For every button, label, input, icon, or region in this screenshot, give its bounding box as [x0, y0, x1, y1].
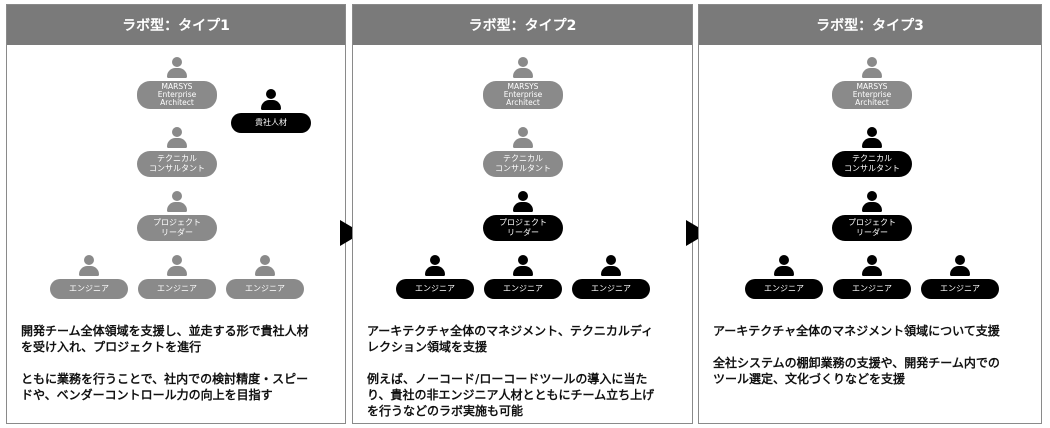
desc-line: レクション領域を支援: [367, 340, 488, 354]
person-icon: [862, 255, 882, 277]
role-label: エンジニア: [745, 279, 823, 299]
role-consultant: テクニカル コンサルタント: [832, 127, 912, 177]
role-architect: MARSYS Enterprise Architect: [483, 57, 563, 109]
desc-line: り、貴社の非エンジニア人材とともにチーム立ち上げ: [367, 388, 655, 402]
description-1: アーキテクチャ全体のマネジメント領域について支援: [713, 323, 1031, 339]
person-icon: [513, 57, 533, 79]
role-engineer: エンジニア: [921, 255, 999, 299]
role-label: テクニカル コンサルタント: [137, 151, 217, 177]
role-label: エンジニア: [396, 279, 474, 299]
panel-type3: ラボ型：タイプ3 MARSYS Enterprise Architect テクニ…: [698, 4, 1042, 424]
role-label: エンジニア: [921, 279, 999, 299]
desc-line: ともに業務を行うことで、社内での検討精度・スピー: [21, 372, 309, 386]
role-engineer: エンジニア: [226, 255, 304, 299]
desc-line: 全社システムの棚卸業務の支援や、開発チーム内での: [713, 356, 1000, 370]
panel-type2: ラボ型：タイプ2 MARSYS Enterprise Architect テクニ…: [352, 4, 693, 424]
description-1: アーキテクチャ全体のマネジメント、テクニカルディ レクション領域を支援: [367, 323, 682, 355]
person-icon: [862, 191, 882, 213]
role-leader: プロジェクト リーダー: [137, 191, 217, 241]
panel-title: ラボ型：タイプ1: [7, 5, 345, 45]
person-icon: [862, 127, 882, 149]
role-engineer: エンジニア: [50, 255, 128, 299]
desc-line: を受け入れ、プロジェクトを進行: [21, 340, 202, 354]
desc-line: アーキテクチャ全体のマネジメント、テクニカルディ: [367, 324, 654, 338]
role-architect: MARSYS Enterprise Architect: [137, 57, 217, 109]
person-icon: [167, 191, 187, 213]
role-engineer: エンジニア: [572, 255, 650, 299]
desc-line: ツール選定、文化づくりなどを支援: [713, 372, 906, 386]
person-icon: [601, 255, 621, 277]
person-icon: [513, 191, 533, 213]
role-engineer: エンジニア: [833, 255, 911, 299]
role-client: 貴社人材: [231, 89, 311, 133]
role-leader: プロジェクト リーダー: [483, 191, 563, 241]
person-icon: [513, 127, 533, 149]
person-icon: [167, 127, 187, 149]
role-architect: MARSYS Enterprise Architect: [832, 57, 912, 109]
role-label: テクニカル コンサルタント: [483, 151, 563, 177]
person-icon: [774, 255, 794, 277]
person-icon: [167, 57, 187, 79]
desc-line: 例えば、ノーコード/ローコードツールの導入に当た: [367, 372, 648, 386]
role-label: エンジニア: [572, 279, 650, 299]
person-icon: [425, 255, 445, 277]
role-consultant: テクニカル コンサルタント: [483, 127, 563, 177]
role-label: エンジニア: [50, 279, 128, 299]
role-label: プロジェクト リーダー: [137, 215, 217, 241]
role-label: エンジニア: [833, 279, 911, 299]
role-label: エンジニア: [138, 279, 216, 299]
role-engineer: エンジニア: [484, 255, 562, 299]
panel-title: ラボ型：タイプ3: [699, 5, 1041, 45]
role-engineer: エンジニア: [138, 255, 216, 299]
role-label: 貴社人材: [231, 113, 311, 133]
role-consultant: テクニカル コンサルタント: [137, 127, 217, 177]
person-icon: [255, 255, 275, 277]
description-2: ともに業務を行うことで、社内での検討精度・スピー ドや、ベンダーコントロール力の…: [21, 371, 335, 403]
person-icon: [862, 57, 882, 79]
role-label: エンジニア: [484, 279, 562, 299]
role-label: プロジェクト リーダー: [483, 215, 563, 241]
person-icon: [79, 255, 99, 277]
role-label: MARSYS Enterprise Architect: [483, 81, 563, 109]
person-icon: [261, 89, 281, 111]
desc-line: アーキテクチャ全体のマネジメント領域について支援: [713, 324, 1000, 338]
role-engineer: エンジニア: [745, 255, 823, 299]
role-label: MARSYS Enterprise Architect: [137, 81, 217, 109]
role-label: テクニカル コンサルタント: [832, 151, 912, 177]
person-icon: [513, 255, 533, 277]
role-engineer: エンジニア: [396, 255, 474, 299]
person-icon: [167, 255, 187, 277]
role-label: エンジニア: [226, 279, 304, 299]
person-icon: [950, 255, 970, 277]
role-leader: プロジェクト リーダー: [832, 191, 912, 241]
description-1: 開発チーム全体領域を支援し、並走する形で貴社人材 を受け入れ、プロジェクトを進行: [21, 323, 335, 355]
desc-line: 開発チーム全体領域を支援し、並走する形で貴社人材: [21, 324, 309, 338]
role-label: MARSYS Enterprise Architect: [832, 81, 912, 109]
panel-title: ラボ型：タイプ2: [353, 5, 692, 45]
desc-line: を行うなどのラボ実施も可能: [367, 404, 524, 418]
description-2: 例えば、ノーコード/ローコードツールの導入に当た り、貴社の非エンジニア人材とと…: [367, 371, 682, 419]
panel-type1: ラボ型：タイプ1 MARSYS Enterprise Architect 貴社人…: [6, 4, 346, 424]
description-2: 全社システムの棚卸業務の支援や、開発チーム内での ツール選定、文化づくりなどを支…: [713, 355, 1031, 387]
role-label: プロジェクト リーダー: [832, 215, 912, 241]
desc-line: ドや、ベンダーコントロール力の向上を目指す: [21, 388, 273, 402]
